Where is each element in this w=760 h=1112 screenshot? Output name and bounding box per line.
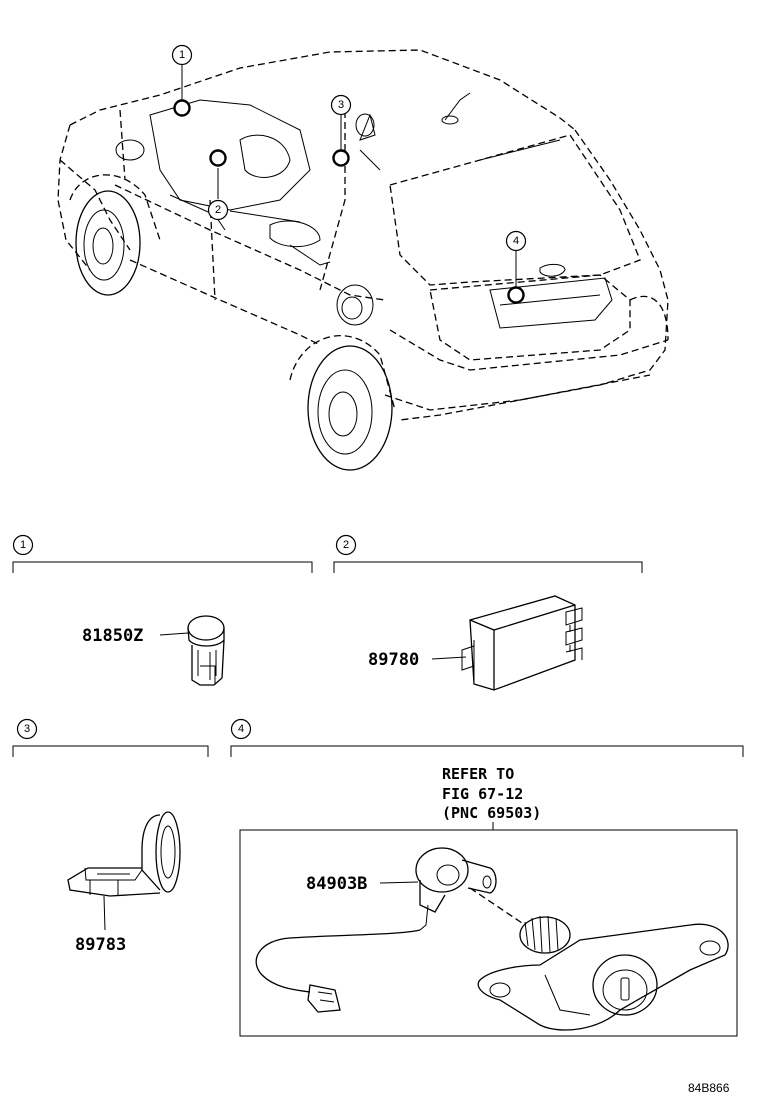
section-1: 1 81850Z [12, 534, 313, 686]
part-lock-cylinder [477, 915, 729, 1031]
part-81850Z-sensor [187, 615, 225, 686]
car-callout-4: 4 [513, 235, 519, 247]
section-2: 2 89780 [333, 534, 643, 691]
section-3-number: 3 [24, 723, 30, 735]
car-callout-2: 2 [215, 204, 221, 216]
location-marker-1 [173, 99, 191, 117]
section-4: 4 REFER TO FIG 67-12 (PNC 69503) 84903B [230, 718, 744, 1037]
drawing-code: 84B866 [688, 1081, 730, 1095]
part-89783-sensor [67, 811, 181, 897]
section-2-number: 2 [343, 539, 349, 551]
car-callouts: 1 2 3 4 [171, 44, 527, 304]
detail-box [239, 829, 738, 1037]
part-label-84903B: 84903B [306, 874, 367, 894]
refer-line-3: (PNC 69503) [442, 804, 541, 822]
car-illustration [57, 49, 669, 471]
part-89780-module [461, 595, 583, 691]
location-marker-2 [209, 149, 227, 167]
refer-line-1: REFER TO [442, 765, 514, 783]
part-label-89780: 89780 [368, 650, 419, 670]
part-label-81850Z: 81850Z [82, 626, 143, 646]
section-3: 3 89783 [12, 718, 209, 955]
part-84903B-switch [255, 847, 497, 1013]
refer-line-2: FIG 67-12 [442, 785, 523, 803]
section-1-number: 1 [20, 539, 26, 551]
car-callout-1: 1 [179, 49, 185, 61]
section-4-number: 4 [238, 723, 244, 735]
location-marker-4 [507, 286, 525, 304]
part-label-89783: 89783 [75, 935, 126, 955]
location-marker-3 [332, 149, 350, 167]
car-callout-3: 3 [338, 99, 344, 111]
